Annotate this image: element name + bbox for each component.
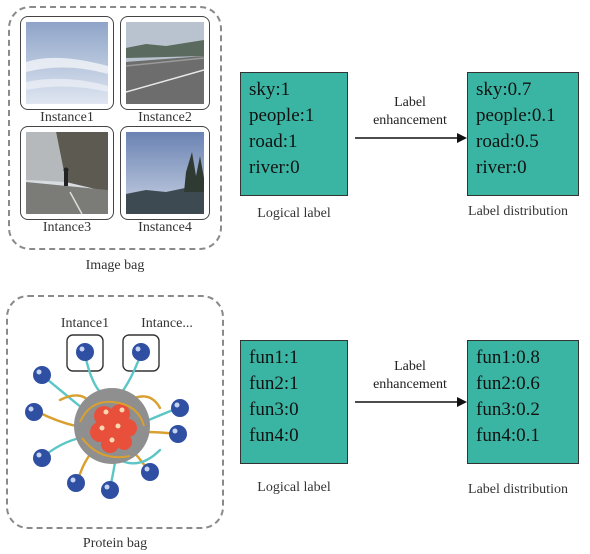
instance-3-label: Intance3 [42,220,92,235]
top-dist-line-1: sky:0.7 [476,79,532,100]
protein-instance-1-label: Intance1 [60,316,110,331]
instance-1-label: Instance1 [40,110,94,125]
image-bag [8,6,222,250]
instance-frame-2 [122,334,160,372]
instance-3-image [20,126,114,220]
instance-4-label: Instance4 [138,220,192,235]
ball-instance-1 [76,343,94,361]
top-logical-line-4: river:0 [249,157,300,178]
bottom-logical-line-1: fun1:1 [249,347,299,368]
bottom-logical-line-3: fun3:0 [249,399,299,420]
protein-diagram [25,334,189,499]
top-arrow-label: Label enhancement [352,94,468,130]
protein-instance-2-label: Intance... [141,316,193,331]
bottom-distribution-caption: Label distribution [468,482,568,497]
top-dist-line-3: road:0.5 [476,131,539,152]
top-logical-caption: Logical label [257,206,331,221]
road-photo [126,22,204,104]
bottom-arrow-icon [355,397,467,407]
sky-photo [26,22,108,104]
horizon-photo [126,132,204,214]
top-arrow-label-line-1: Label [394,95,426,110]
instance-frame-1 [66,334,104,372]
bottom-dist-line-3: fun3:0.2 [476,399,540,420]
people-photo [26,132,108,214]
bottom-arrow-label-line-2: enhancement [373,377,447,392]
top-dist-line-4: river:0 [476,157,527,178]
bottom-dist-line-1: fun1:0.8 [476,347,540,368]
bottom-label-distribution-box: fun1:0.8 fun2:0.6 fun3:0.2 fun4:0.1 [467,340,579,464]
bottom-dist-line-4: fun4:0.1 [476,425,540,446]
instance-2-image [120,16,210,110]
top-arrow-icon [355,133,467,143]
bottom-arrow-label: Label enhancement [352,358,468,394]
bottom-logical-label-box: fun1:1 fun2:1 fun3:0 fun4:0 [240,340,348,464]
top-distribution-caption: Label distribution [468,204,568,219]
top-arrow-label-line-2: enhancement [373,113,447,128]
top-logical-line-2: people:1 [249,105,315,126]
protein-bag-caption: Protein bag [82,536,148,551]
bottom-dist-line-2: fun2:0.6 [476,373,540,394]
instance-4-image [120,126,210,220]
top-dist-line-2: people:0.1 [476,105,556,126]
top-logical-label-box: sky:1 people:1 road:1 river:0 [240,72,348,196]
protein-bag [6,295,224,529]
bottom-logical-line-4: fun4:0 [249,425,299,446]
ball-instance-2 [132,343,150,361]
top-logical-line-3: road:1 [249,131,298,152]
bottom-logical-line-2: fun2:1 [249,373,299,394]
bottom-logical-caption: Logical label [257,480,331,495]
instance-2-label: Instance2 [138,110,192,125]
image-bag-caption: Image bag [85,258,145,273]
instance-1-image [20,16,114,110]
top-label-distribution-box: sky:0.7 people:0.1 road:0.5 river:0 [467,72,579,196]
bottom-arrow-label-line-1: Label [394,359,426,374]
top-logical-line-1: sky:1 [249,79,291,100]
